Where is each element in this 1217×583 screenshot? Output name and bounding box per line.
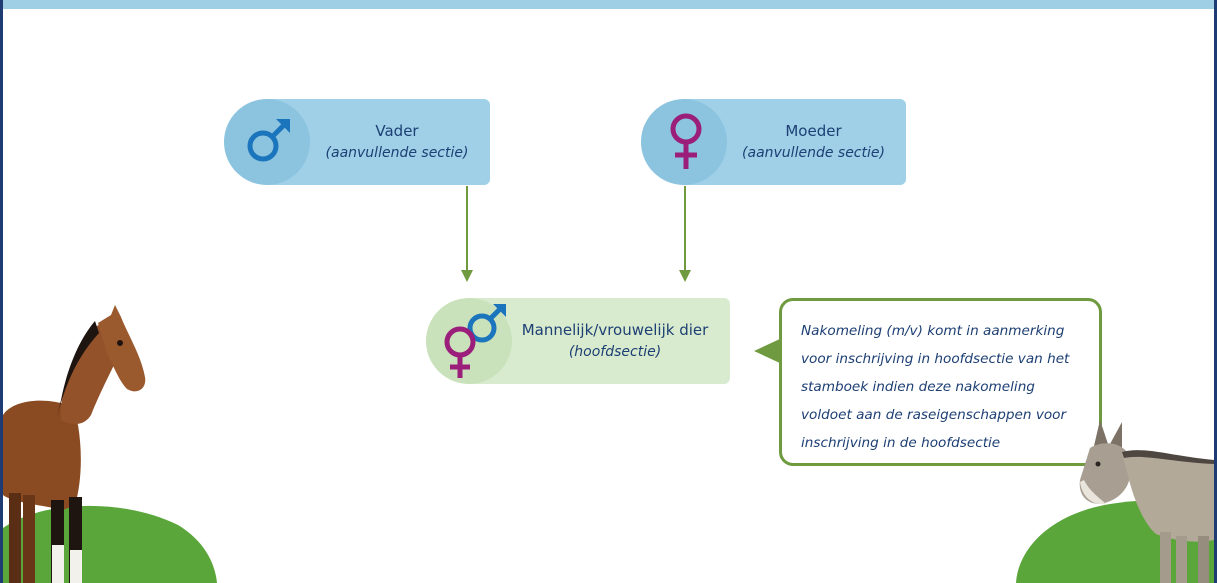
female-symbol-icon [670,113,702,169]
father-icon-cap [224,99,310,185]
note-callout: Nakomeling (m/v) komt in aanmerking voor… [754,298,1102,466]
note-text: Nakomeling (m/v) komt in aanmerking voor… [779,298,1102,466]
child-text: Mannelijk/vrouwelijk dier (hoofdsectie) [500,298,730,384]
horse-image [3,305,146,583]
father-subtitle: (aanvullende sectie) [325,144,469,161]
mother-subtitle: (aanvullende sectie) [742,144,885,161]
father-node: Vader (aanvullende sectie) [224,99,490,185]
male-female-symbol-icon [444,304,506,378]
child-node: Mannelijk/vrouwelijk dier (hoofdsectie) [426,298,730,384]
father-text: Vader (aanvullende sectie) [304,99,490,185]
mother-title: Moeder [785,121,842,140]
note-tail [754,338,782,364]
mother-node: Moeder (aanvullende sectie) [641,99,906,185]
father-title: Vader [375,121,419,140]
male-symbol-icon [247,119,290,162]
donkey-image [1079,420,1214,583]
child-title: Mannelijk/vrouwelijk dier [521,320,709,339]
mother-text: Moeder (aanvullende sectie) [721,99,906,185]
top-bar [0,0,1217,9]
child-subtitle: (hoofdsectie) [568,343,662,360]
